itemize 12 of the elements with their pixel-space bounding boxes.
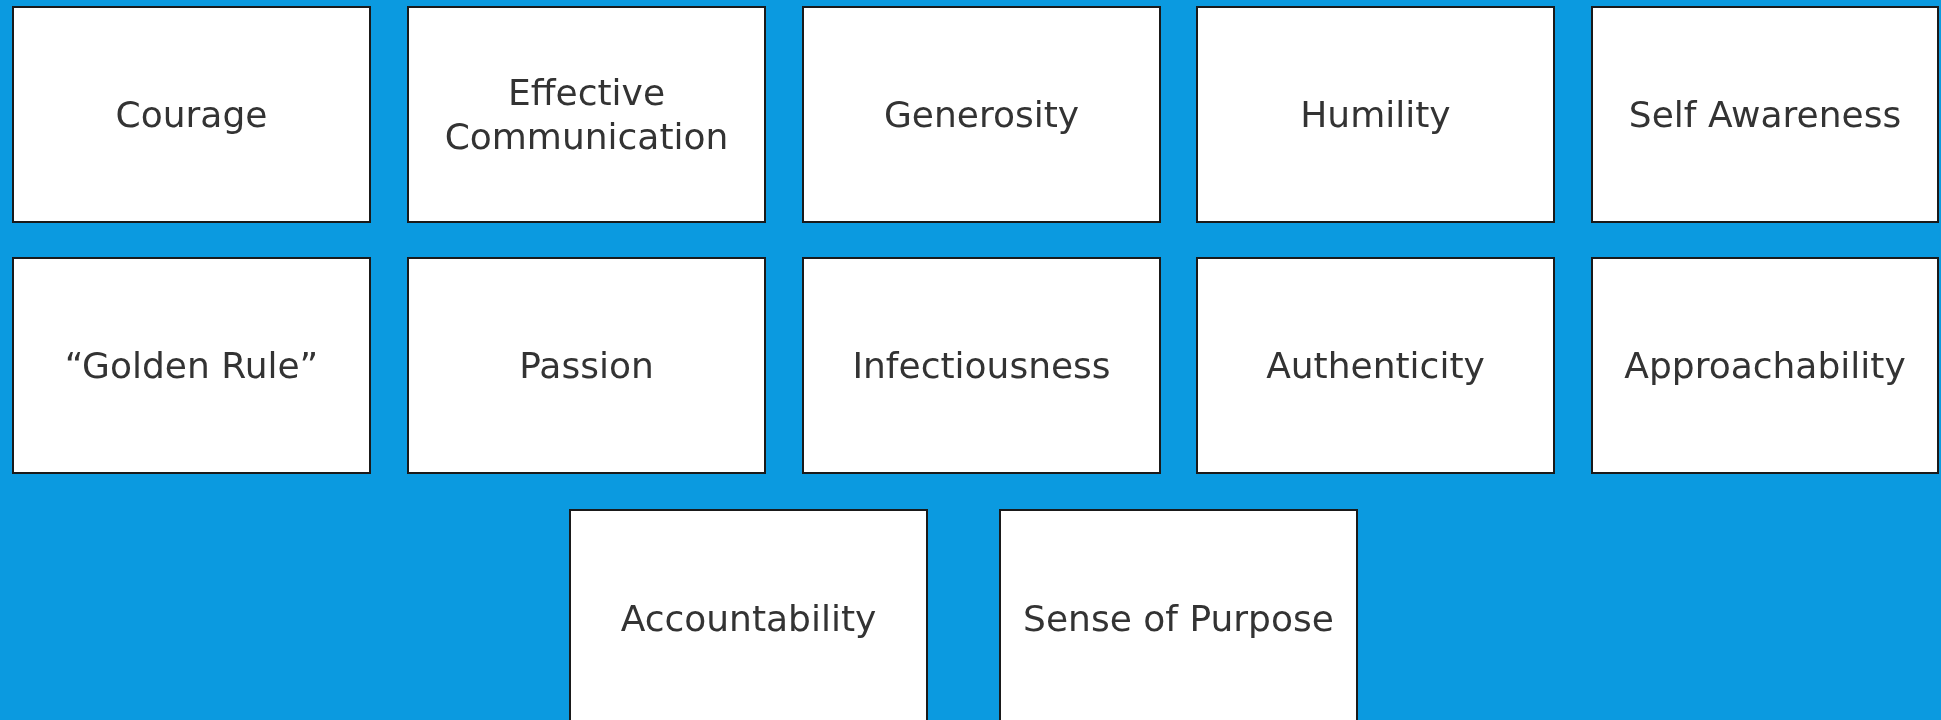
text-card: Infectiousness <box>802 257 1161 474</box>
text-card: Humility <box>1196 6 1555 223</box>
text-card: Authenticity <box>1196 257 1555 474</box>
text-card: Generosity <box>802 6 1161 223</box>
text-card: Accountability <box>569 509 928 720</box>
text-card: “Golden Rule” <box>12 257 371 474</box>
text-card: Sense of Purpose <box>999 509 1358 720</box>
text-card: Approachability <box>1591 257 1939 474</box>
text-card: Passion <box>407 257 766 474</box>
text-card: Courage <box>12 6 371 223</box>
text-card: Effective Communication <box>407 6 766 223</box>
text-card: Self Awareness <box>1591 6 1939 223</box>
